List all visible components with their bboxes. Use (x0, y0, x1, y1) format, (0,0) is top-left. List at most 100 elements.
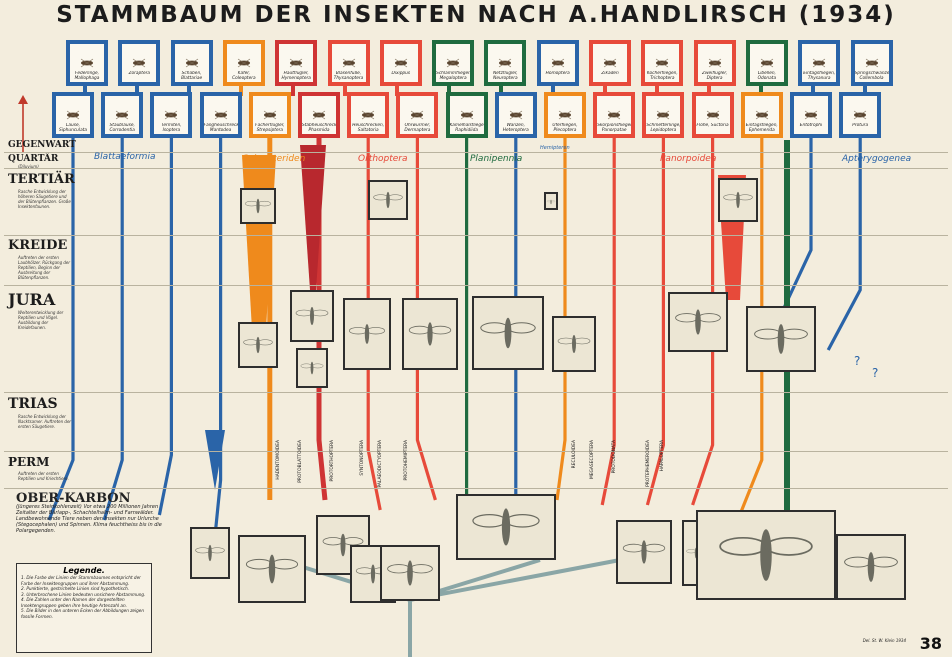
insect-specimen-icon (813, 58, 826, 68)
fossil-slab-icon (836, 534, 906, 600)
specimen-label: Blasenfüße, Thysanoptera (333, 71, 364, 81)
group-label: Planipennia (470, 154, 523, 164)
lineage-line (47, 138, 75, 521)
unknown-origin-mark: ? (854, 354, 860, 368)
specimen-label: Protura (852, 123, 869, 128)
insect-specimen-icon (80, 58, 94, 68)
specimen-label: Libellen, Odonata (757, 71, 777, 81)
insect-drawing-icon (719, 529, 813, 581)
stem-label: PROTEPHEMEROIDEA (646, 440, 651, 487)
group-label: Panorpoidea (660, 154, 717, 164)
insect-specimen-icon (411, 110, 424, 120)
group-label: Hemipteren (540, 145, 570, 151)
specimen-label: Schmetterlinge, Lepidoptera (646, 123, 681, 133)
era-name: PERM (8, 455, 50, 469)
lineage-line (826, 138, 862, 351)
insect-drawing-icon (723, 191, 753, 209)
lineage-wedge (205, 430, 225, 490)
specimen-label: Stabheuschrecken, Phasmida (302, 123, 336, 133)
insect-drawing-icon (675, 309, 721, 335)
top-specimen-box: Schlammfliegen, Megaloptera (432, 40, 475, 86)
insect-specimen-icon (460, 110, 473, 120)
specimen-label: Zikaden (601, 71, 619, 76)
insect-specimen-icon (706, 110, 719, 120)
specimen-label: Köcherfliegen, Trichoptera (646, 71, 678, 81)
era-description: Rasche Entwicklung der höheren Säugetier… (18, 189, 71, 209)
specimen-box: Entotrophi (790, 92, 832, 138)
insect-specimen-icon (499, 58, 512, 68)
specimen-box: Heuschrecken, Saltatoria (347, 92, 390, 138)
insect-drawing-icon (243, 336, 273, 354)
specimen-label: Ohrwürmer, Dermaptera (404, 123, 431, 133)
top-specimen-box: Blasenfüße, Thysanoptera (327, 40, 370, 86)
specimen-box: Skorpionsfliegen, Panorpatae (593, 92, 636, 138)
insect-specimen-icon (116, 110, 129, 120)
era-divider (4, 488, 948, 489)
stem-label: HAPALOPTERA (660, 440, 665, 472)
top-specimen-box: Zweiflügler, Diptera (693, 40, 736, 86)
group-label: Apterygogenea (842, 154, 912, 164)
insect-specimen-icon (804, 110, 818, 120)
top-specimen-box: Eintagsfliegen, Thysanura (798, 40, 841, 86)
insect-specimen-icon (551, 58, 564, 68)
specimen-label: Termiten, Isoptera (161, 123, 182, 133)
group-label: Orthoptera (358, 154, 408, 164)
specimen-box: Eintagsfliegen, Ephemerida (740, 92, 783, 138)
insect-drawing-icon (295, 307, 329, 325)
top-specimen-box: Zikaden (589, 40, 631, 86)
specimen-box: Flöhe, Suctoria (691, 92, 734, 138)
era-description: Weiterentwicklung der Reptilien und Vöge… (18, 310, 64, 330)
lineage-line (415, 138, 437, 501)
era-divider (4, 451, 948, 452)
era-name: GEGENWART (8, 140, 76, 150)
specimen-label: Schlammfliegen, Megaloptera (436, 71, 471, 81)
insect-drawing-icon (754, 324, 808, 354)
fossil-slab-icon (296, 348, 328, 388)
insect-specimen-icon (708, 58, 721, 68)
specimen-box: Fangheuschrecken, Mantodea (199, 92, 242, 138)
fossil-slab-icon (544, 192, 558, 210)
insect-drawing-icon (844, 552, 898, 582)
specimen-label: Fangheuschrecken, Mantodea (203, 123, 238, 133)
insect-specimen-icon (133, 58, 146, 68)
specimen-box: Termiten, Isoptera (150, 92, 193, 138)
stem-label: SYNTONOPTERA (360, 440, 365, 476)
fossil-slab-icon (668, 292, 728, 352)
era-subtitle: (Diluvium) (18, 164, 39, 169)
era-divider (4, 168, 948, 169)
specimen-label: Homoptera (545, 71, 570, 76)
era-name: KREIDE (8, 238, 68, 253)
stem-label: PALAEODICTYOPTERA (378, 440, 383, 488)
specimen-box: Fächerflügler, Strepsiptera (248, 92, 291, 138)
top-specimen-box: Springschwänze, Collembola (850, 40, 893, 86)
legend-item: 3. Unterbrochene Linien bedeuten unsiche… (21, 591, 146, 597)
top-specimen-box: Köcherfliegen, Trichoptera (641, 40, 684, 86)
insect-specimen-icon (263, 110, 276, 120)
insect-specimen-icon (854, 110, 867, 120)
fossil-slab-icon (190, 527, 230, 579)
fossil-slab-icon (290, 290, 334, 342)
specimen-label: Schaben, Blattariae (181, 71, 203, 81)
lineage-line (781, 138, 813, 311)
specimen-box: Ohrwürmer, Dermaptera (396, 92, 439, 138)
lineage-line (213, 138, 223, 541)
insect-drawing-icon (408, 322, 452, 346)
era-description: Rasche Entwicklung der Nacktsamer. Auftr… (18, 414, 72, 429)
insect-specimen-icon (214, 110, 227, 120)
fossil-slab-icon (240, 188, 276, 224)
top-specimen-box: Federlinge, Mallophaga (66, 40, 108, 86)
fossil-slab-icon (718, 178, 758, 222)
stem-label: PROTORTHOPTERA (330, 440, 335, 482)
insect-drawing-icon (622, 540, 666, 564)
top-specimen-box: Netzflügler, Neuroptera (484, 40, 527, 86)
specimen-box: Protura (839, 92, 882, 138)
fossil-slab-icon (238, 535, 306, 603)
lineage-line (600, 138, 616, 506)
era-subtitle: (Jüngeres Steinkohlenzeit) Vor etwa 200 … (16, 504, 159, 510)
insect-drawing-icon (300, 361, 324, 375)
insect-specimen-icon (66, 110, 80, 120)
insect-specimen-icon (558, 110, 572, 120)
specimen-label: Fächerflügler, Strepsiptera (255, 123, 285, 133)
specimen-label: Eintagsfliegen, Ephemerida (745, 123, 778, 133)
insect-specimen-icon (656, 58, 669, 68)
